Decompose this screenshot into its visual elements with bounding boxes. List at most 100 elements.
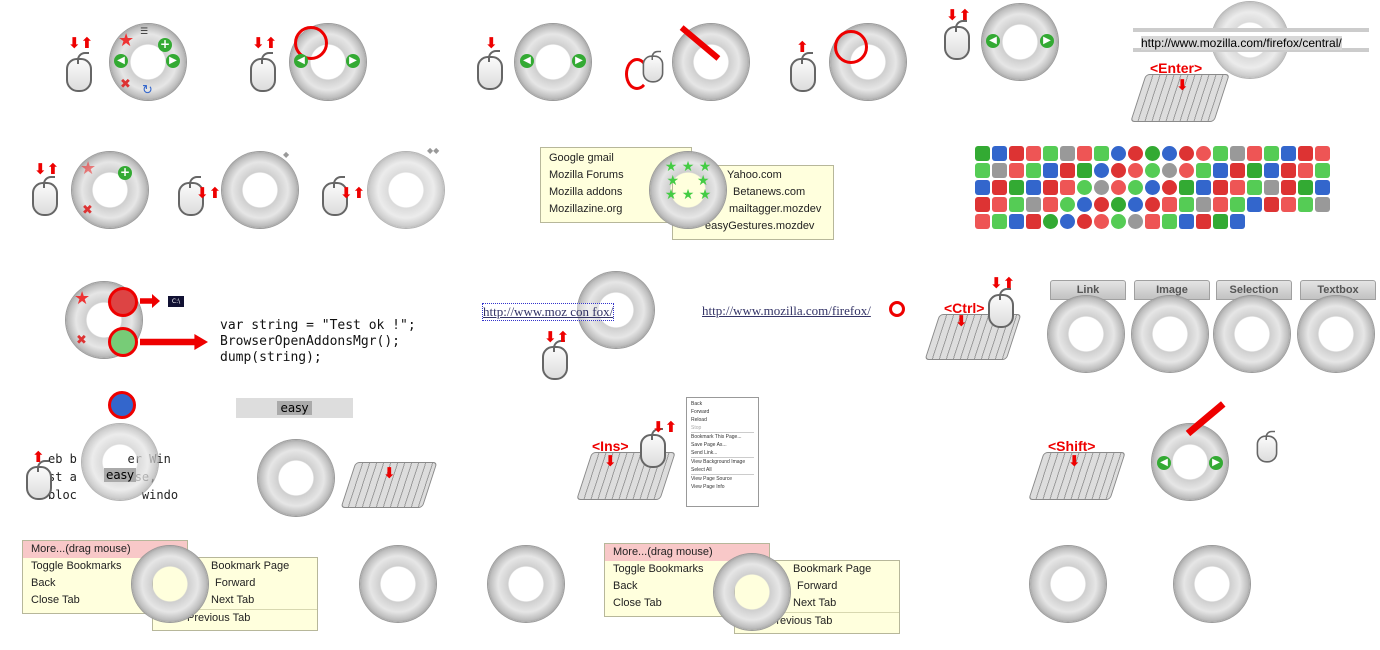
- toolbar-action-icon: [1230, 180, 1245, 195]
- gesture-pie: [360, 546, 436, 622]
- context-menu-item[interactable]: Select All: [691, 467, 712, 473]
- toolbar-action-icon: [1145, 197, 1160, 212]
- toolbar-action-icon: [1247, 180, 1262, 195]
- toolbar-action-icon: [1298, 180, 1313, 195]
- toolbar-action-icon: [1162, 197, 1177, 212]
- context-menu-item[interactable]: View Page Info: [691, 484, 725, 490]
- bookmark-item[interactable]: Yahoo.com: [727, 169, 782, 181]
- tooltip-item[interactable]: Next Tab: [793, 597, 837, 609]
- context-menu-item[interactable]: Bookmark This Page...: [691, 432, 754, 441]
- toolbar-action-icon: [1281, 180, 1296, 195]
- forward-arrow-icon: ▶: [1209, 456, 1223, 470]
- toolbar-action-icon: [1043, 214, 1058, 229]
- link-url-partial[interactable]: http://www.moz con fox/: [482, 303, 615, 321]
- mouse-icon: [790, 52, 816, 92]
- tooltip-item[interactable]: Close Tab: [31, 594, 80, 606]
- context-menu-item[interactable]: Send Link...: [691, 450, 718, 456]
- url-bar[interactable]: http://www.mozilla.com/firefox/central/: [1133, 28, 1369, 52]
- gesture-pie: [1298, 296, 1374, 372]
- toolbar-action-icon: [1111, 214, 1126, 229]
- star-icon: ★: [80, 158, 97, 179]
- toolbar-action-icon: [1315, 180, 1330, 195]
- toolbar-action-icon: [1315, 163, 1330, 178]
- enter-key-label: <Enter>: [1150, 60, 1203, 76]
- context-menu-item[interactable]: Stop: [691, 425, 702, 431]
- up-down-arrow-icon: ⬇⬆: [652, 418, 678, 436]
- context-menu-item[interactable]: Save Page As...: [691, 442, 727, 448]
- mouse-icon: [477, 50, 503, 90]
- tooltip-item[interactable]: Back: [31, 577, 56, 589]
- up-arrow-icon: ⬆: [796, 38, 809, 56]
- toolbar-action-icon: [1162, 180, 1177, 195]
- bookmark-item[interactable]: Mozilla addons: [549, 186, 623, 198]
- tooltip-item[interactable]: Forward: [797, 580, 838, 592]
- toolbar-action-icon: [1315, 197, 1330, 212]
- toolbar-action-icon: [1162, 163, 1177, 178]
- bookmark-item[interactable]: Mozilla Forums: [549, 169, 624, 181]
- mouse-icon: [1256, 430, 1278, 463]
- toolbar-action-icon: [1145, 163, 1160, 178]
- toolbar-action-icon: [1247, 163, 1262, 178]
- back-arrow-icon: ◀: [294, 54, 308, 68]
- back-arrow-icon: ◀: [520, 54, 534, 68]
- mouse-icon: [640, 428, 666, 468]
- tooltip-item[interactable]: Bookmark Page: [211, 560, 290, 572]
- bookmark-item[interactable]: mailtagger.mozdev: [729, 203, 822, 215]
- toolbar-action-icon: [1043, 197, 1058, 212]
- forward-arrow-icon: ▶: [346, 54, 360, 68]
- context-menu-item[interactable]: Reload: [691, 417, 707, 423]
- down-arrow-icon: ⬇: [1176, 76, 1189, 94]
- tooltip-item[interactable]: Back: [613, 580, 638, 592]
- tooltip-item[interactable]: Toggle Bookmarks: [613, 563, 704, 575]
- mouse-icon: [322, 176, 348, 216]
- toolbar-action-icon: [1230, 214, 1245, 229]
- context-menu-item[interactable]: Back: [691, 401, 703, 407]
- toolbar-action-icon: [1247, 146, 1262, 161]
- context-menu-item[interactable]: Forward: [691, 409, 710, 415]
- toolbar-action-icon: [1179, 146, 1194, 161]
- highlight-circle: [108, 287, 138, 317]
- tooltip-item[interactable]: Forward: [215, 577, 256, 589]
- tooltip-item[interactable]: Previous Tab: [153, 609, 317, 627]
- toolbar-action-icon: [975, 180, 990, 195]
- ins-key-label: <Ins>: [592, 438, 629, 454]
- script-code: var string = "Test ok !"; BrowserOpenAdd…: [220, 318, 416, 365]
- toolbar-action-icon: [992, 180, 1007, 195]
- context-tab-selection[interactable]: Selection: [1216, 280, 1292, 300]
- bookmark-item[interactable]: Google gmail: [549, 152, 614, 164]
- tooltip-item[interactable]: Close Tab: [613, 597, 662, 609]
- toolbar-action-icon: [1026, 180, 1041, 195]
- link-url[interactable]: http://www.mozilla.com/firefox/: [702, 303, 871, 318]
- toolbar-action-icon: [1128, 197, 1143, 212]
- toolbar-action-icon: [1077, 214, 1092, 229]
- toolbar-action-icon: [1009, 180, 1024, 195]
- context-menu-item[interactable]: View Background Image: [691, 457, 754, 466]
- toolbar-action-icon: [992, 214, 1007, 229]
- toolbar-action-icon: [1077, 163, 1092, 178]
- toolbar-action-icon: [1060, 180, 1075, 195]
- toolbar-action-icon: [1060, 163, 1075, 178]
- toolbar-action-icon: [1009, 214, 1024, 229]
- tooltip-item[interactable]: Toggle Bookmarks: [31, 560, 122, 572]
- context-menu-item[interactable]: View Page Source: [691, 474, 754, 483]
- bookmark-item[interactable]: Mozillazine.org: [549, 203, 623, 215]
- toolbar-action-icon: [1009, 163, 1024, 178]
- bookmark-item[interactable]: easyGestures.mozdev: [705, 220, 815, 232]
- gesture-pie: [578, 272, 654, 348]
- tooltip-item[interactable]: Bookmark Page: [793, 563, 872, 575]
- toolbar-action-icon: [1111, 180, 1126, 195]
- text-field[interactable]: easy: [236, 398, 353, 418]
- arrow-right-icon: [140, 334, 208, 350]
- toolbar-action-icon: [1281, 197, 1296, 212]
- bookmark-item[interactable]: Betanews.com: [733, 186, 806, 198]
- toolbar-action-icon: [1196, 146, 1211, 161]
- target-icon: [889, 301, 905, 317]
- more-item[interactable]: More...(drag mouse): [605, 544, 769, 561]
- toolbar-action-icon: [1026, 197, 1041, 212]
- toolbar-action-icon: [1026, 214, 1041, 229]
- toolbar-action-icon: [1009, 197, 1024, 212]
- tooltip-item[interactable]: Next Tab: [211, 594, 255, 606]
- toolbar-action-icon: [1094, 146, 1109, 161]
- tooltip-item[interactable]: Previous Tab: [735, 612, 899, 630]
- toolbar-action-icon: [1213, 180, 1228, 195]
